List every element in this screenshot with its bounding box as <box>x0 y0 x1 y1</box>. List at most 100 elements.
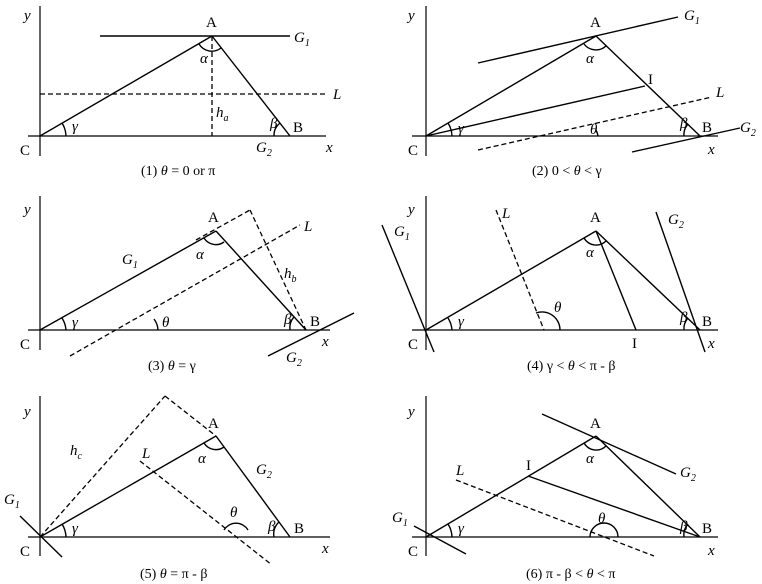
caption-1: (1) θ = 0 or π <box>141 164 215 179</box>
panel-6: y x A B C I G1 G2 L α β γ θ (6) π - β < … <box>392 396 718 582</box>
alpha-label: α <box>198 451 207 467</box>
caption-5: (5) θ = π - β <box>140 567 207 582</box>
y-axis-label: y <box>406 8 415 24</box>
vertex-B-label: B <box>702 314 712 330</box>
angle-alpha-arc <box>583 442 607 451</box>
line-L <box>69 224 301 357</box>
bisector-BI <box>527 475 701 538</box>
line-G1 <box>413 525 467 555</box>
angle-beta-arc <box>273 521 280 538</box>
bisector-CI <box>425 85 646 137</box>
L-label: L <box>715 85 724 101</box>
angle-theta-arc <box>535 311 561 331</box>
panel-1: y x A B C G1 G2 L ha α β γ (1) θ = 0 or … <box>20 6 341 179</box>
angle-gamma-arc <box>447 122 453 137</box>
y-axis-label: y <box>22 8 31 24</box>
line-L <box>455 479 655 557</box>
angle-alpha-arc <box>583 237 607 246</box>
theta-label: θ <box>162 315 170 331</box>
beta-label: β <box>679 519 688 535</box>
gamma-label: γ <box>72 119 79 135</box>
line-G2 <box>631 127 741 153</box>
angle-gamma-arc <box>447 317 453 331</box>
G2-label: G2 <box>680 465 696 484</box>
altitude-hb <box>249 209 307 331</box>
point-I-label: I <box>648 72 653 88</box>
G1-label: G1 <box>4 492 20 511</box>
theta-label: θ <box>598 511 606 527</box>
beta-label: β <box>679 310 688 326</box>
theta-label: θ <box>590 122 598 138</box>
line-G1 <box>477 16 679 64</box>
x-axis-label: x <box>325 140 333 156</box>
side-AB <box>215 230 307 331</box>
side-CA <box>39 35 213 137</box>
angle-alpha-arc <box>203 237 225 246</box>
L-label: L <box>303 219 312 235</box>
G2-label: G2 <box>286 350 302 369</box>
ha-label: ha <box>216 105 229 124</box>
angle-alpha-arc <box>198 43 222 52</box>
line-G1-extension <box>195 209 251 241</box>
angle-beta-arc <box>289 316 295 331</box>
alpha-label: α <box>586 245 595 261</box>
beta-label: β <box>679 116 688 132</box>
angle-beta-arc <box>683 523 689 538</box>
panel-3: y x A B C G1 G2 L hb α β γ θ (3) θ = γ <box>20 196 355 374</box>
line-G2 <box>267 312 355 357</box>
side-CA <box>39 435 217 538</box>
vertex-A-label: A <box>206 15 217 31</box>
L-label: L <box>501 206 510 222</box>
G2-label: G2 <box>256 462 272 481</box>
gamma-label: γ <box>458 121 465 137</box>
angle-gamma-arc <box>61 317 67 331</box>
side-AB <box>211 35 291 137</box>
y-axis-label: y <box>406 404 415 420</box>
angle-gamma-arc <box>61 122 67 137</box>
y-axis-label: y <box>406 202 415 218</box>
alpha-label: α <box>586 451 595 467</box>
panel-5: y x A B C G1 G2 L hc α β γ θ (5) θ = π -… <box>4 395 330 582</box>
line-G2 <box>655 211 706 353</box>
G2-label: G2 <box>668 212 684 231</box>
G1-label: G1 <box>122 252 138 271</box>
G1-label: G1 <box>294 30 310 49</box>
angle-theta-arc <box>589 522 619 538</box>
vertex-B-label: B <box>294 521 304 537</box>
vertex-B-label: B <box>293 120 303 136</box>
hb-label: hb <box>284 266 297 285</box>
vertex-A-label: A <box>208 210 219 226</box>
bisector-AI <box>595 230 637 331</box>
vertex-C-label: C <box>408 544 418 560</box>
angle-theta-arc <box>223 522 249 531</box>
gamma-label: γ <box>72 315 79 331</box>
side-AB <box>595 230 701 331</box>
vertex-A-label: A <box>208 416 219 432</box>
G1-label: G1 <box>394 224 410 243</box>
beta-label: β <box>267 519 276 535</box>
x-axis-label: x <box>707 142 715 158</box>
side-AB <box>595 35 701 137</box>
G2-label: G2 <box>256 140 272 159</box>
angle-theta-arc <box>153 318 159 331</box>
L-label: L <box>141 446 150 462</box>
angle-gamma-arc <box>447 523 453 538</box>
angle-beta-arc <box>683 123 689 137</box>
angle-beta-arc <box>273 122 281 137</box>
angle-gamma-arc <box>61 523 67 538</box>
caption-4: (4) γ < θ < π - β <box>527 359 616 374</box>
side-AB <box>215 435 291 538</box>
x-axis-label: x <box>707 543 715 559</box>
x-axis-label: x <box>321 541 329 557</box>
G2-label: G2 <box>740 120 756 139</box>
side-CA <box>425 230 597 331</box>
hc-label: hc <box>70 443 83 462</box>
theta-label: θ <box>554 300 562 316</box>
y-axis-label: y <box>22 404 31 420</box>
line-L <box>139 460 273 566</box>
x-axis-label: x <box>321 334 329 350</box>
angle-theta-arc <box>595 129 599 137</box>
line-L <box>495 209 545 331</box>
side-CA <box>425 435 597 538</box>
